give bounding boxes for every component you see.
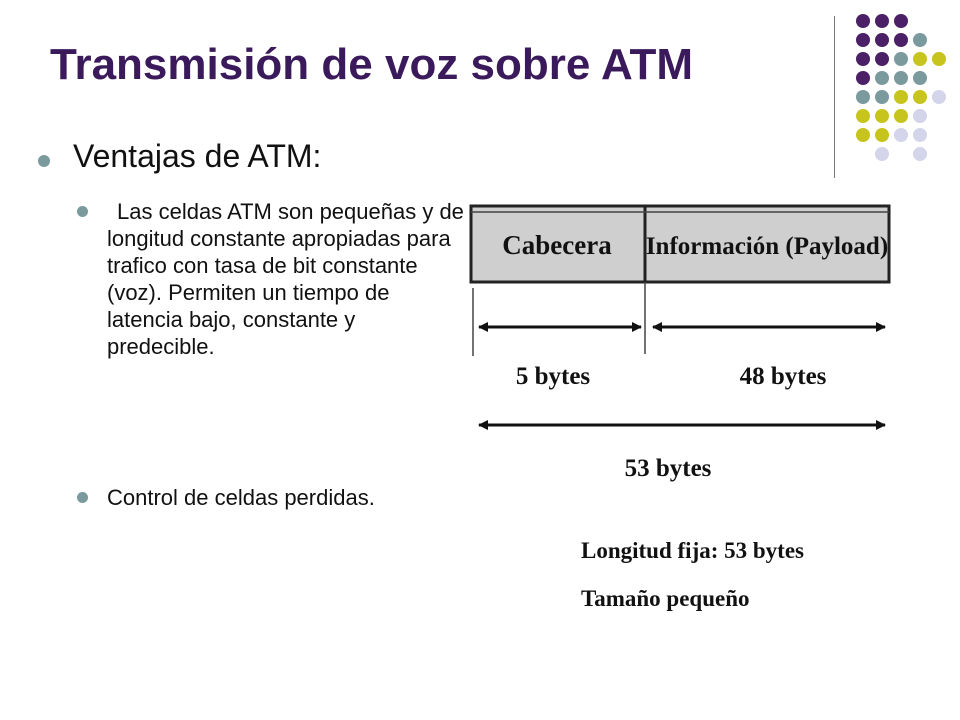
title-divider-line (834, 16, 835, 178)
decor-dot (856, 52, 870, 66)
note-fixed-length: Longitud fija: 53 bytes (581, 538, 804, 563)
heading-ventajas: Ventajas de ATM: (73, 138, 322, 174)
decor-dot (932, 52, 946, 66)
decor-dot (894, 14, 908, 28)
decor-dot (856, 90, 870, 104)
decor-dot (913, 52, 927, 66)
decor-dot (913, 90, 927, 104)
decor-dot (894, 52, 908, 66)
bullet-dot (38, 155, 50, 167)
decor-dot (875, 109, 889, 123)
decor-dot (856, 109, 870, 123)
header-cell-box (469, 204, 647, 284)
decor-dot (875, 52, 889, 66)
slide-title: Transmisión de voz sobre ATM (50, 40, 694, 89)
decor-dot (856, 128, 870, 142)
payload-label: Información (Payload) (646, 233, 888, 260)
decor-dot (913, 33, 927, 47)
header-label: Cabecera (502, 230, 612, 260)
header-size-label: 5 bytes (516, 363, 591, 390)
bullet-text-celdas: Las celdas ATM son pequeñas y de longitu… (107, 199, 464, 359)
total-size-label: 53 bytes (625, 455, 712, 482)
atm-cell-diagram: Cabecera Información (Payload) 5 bytes 4… (465, 196, 895, 616)
bullet-dot (77, 492, 88, 503)
bullet-dot (77, 206, 88, 217)
decor-dot (894, 109, 908, 123)
decor-dot (875, 33, 889, 47)
bullet-text-control: Control de celdas perdidas. (107, 485, 375, 510)
decor-dot (875, 14, 889, 28)
decor-dot (856, 71, 870, 85)
decor-dot (894, 33, 908, 47)
decor-dot (894, 71, 908, 85)
payload-size-label: 48 bytes (740, 363, 827, 390)
decor-dot (875, 128, 889, 142)
note-small-size: Tamaño pequeño (581, 586, 750, 611)
decor-dot (913, 128, 927, 142)
decor-dot (856, 14, 870, 28)
decor-dot (894, 90, 908, 104)
decor-dot (913, 147, 927, 161)
payload-cell-box (643, 204, 891, 284)
decor-dot (875, 90, 889, 104)
decor-dot (894, 128, 908, 142)
decor-dot (913, 71, 927, 85)
decor-dot (932, 90, 946, 104)
decor-dot (913, 109, 927, 123)
decor-dot (856, 33, 870, 47)
decor-dot (875, 147, 889, 161)
decor-dot (875, 71, 889, 85)
